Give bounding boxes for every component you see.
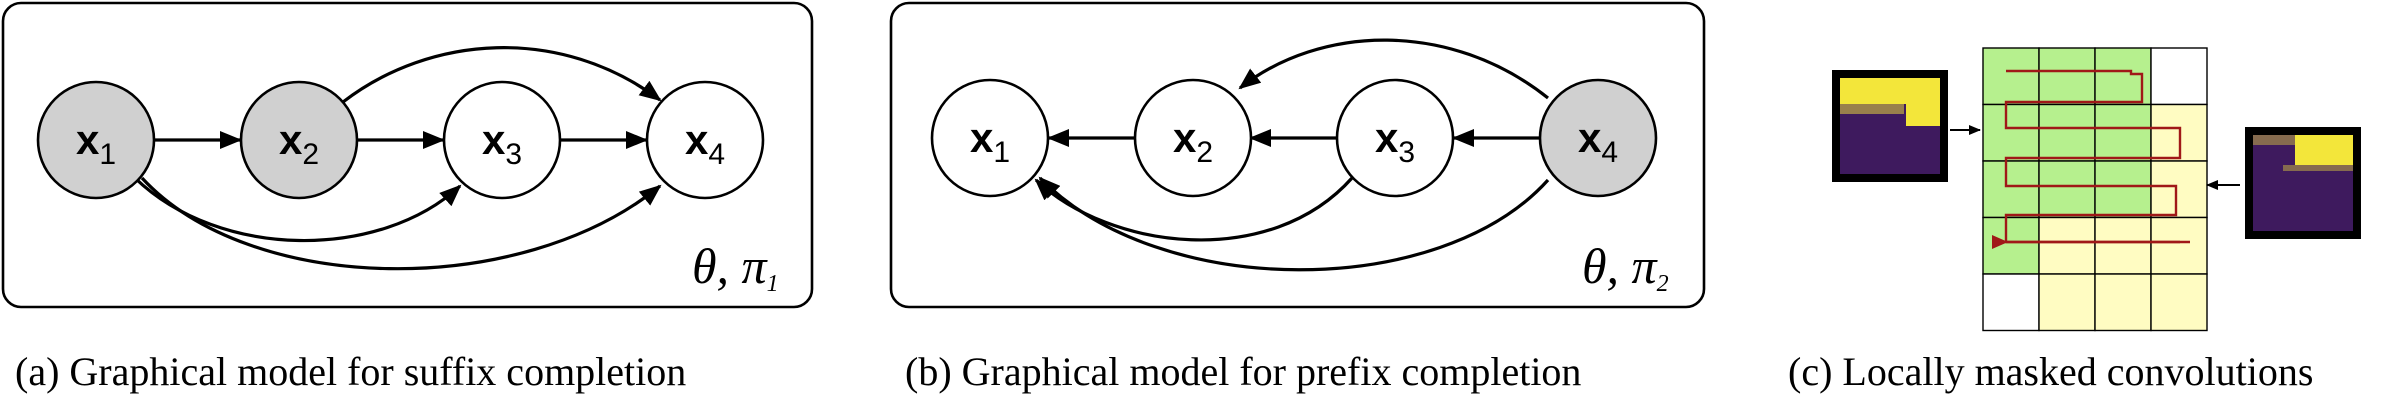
- node-b-x3: x3: [1335, 78, 1455, 198]
- grid-cell: [1982, 160, 2040, 219]
- node-b-x3-sub: 3: [1398, 136, 1415, 169]
- grid-cell: [2150, 47, 2208, 106]
- edge-x1-x4: [140, 176, 662, 271]
- grid-cell: [1982, 103, 2040, 162]
- grid-cell: [2094, 160, 2152, 219]
- svg-text:x1: x1: [76, 116, 116, 171]
- svg-text:x3: x3: [482, 116, 522, 171]
- grid-cell: [2150, 160, 2208, 219]
- node-b-x1-label: x: [970, 114, 994, 161]
- node-b-x1-sub: 1: [993, 136, 1010, 169]
- panel-b-frame: [889, 1, 1706, 309]
- panel-a-edges: [133, 46, 662, 271]
- panel-b-params: θ, π2: [1582, 238, 1669, 297]
- svg-text:x4: x4: [685, 116, 725, 171]
- svg-text:x4: x4: [1578, 114, 1618, 169]
- node-x4: x4: [645, 80, 765, 200]
- panel-c: [1832, 47, 2361, 332]
- kernel-left: [1832, 70, 1948, 182]
- node-x1-sub: 1: [99, 138, 116, 171]
- grid-cell: [1982, 216, 2040, 275]
- grid-cell: [1982, 47, 2040, 106]
- node-x4-sub: 4: [708, 138, 725, 171]
- raster-order-path: [2004, 69, 2182, 244]
- node-b-x4-sub: 4: [1601, 136, 1618, 169]
- node-x3: x3: [442, 80, 562, 200]
- node-b-x2: x2: [1133, 78, 1253, 198]
- panel-b-edges: [1034, 38, 1550, 272]
- edge-x2-x4: [342, 46, 662, 104]
- node-b-x4-label: x: [1578, 114, 1602, 161]
- grid-cell: [2038, 216, 2096, 275]
- node-x2-label: x: [279, 116, 303, 163]
- grid-cell: [2094, 273, 2152, 332]
- node-x3-label: x: [482, 116, 506, 163]
- grid-cell: [1982, 273, 2040, 332]
- node-x2: x2: [239, 80, 359, 200]
- node-b-x2-label: x: [1173, 114, 1197, 161]
- node-b-x4: x4: [1538, 78, 1658, 198]
- svg-text:x2: x2: [1173, 114, 1213, 169]
- caption-c: (c) Locally masked convolutions: [1788, 349, 2313, 394]
- svg-text:x3: x3: [1375, 114, 1415, 169]
- caption-b: (b) Graphical model for prefix completio…: [905, 349, 1581, 394]
- grid-cell: [2038, 47, 2096, 106]
- node-b-x2-sub: 2: [1196, 136, 1213, 169]
- panel-a-frame: [1, 1, 814, 309]
- grid-cell: [2150, 216, 2208, 275]
- node-x1-label: x: [76, 116, 100, 163]
- node-x4-label: x: [685, 116, 709, 163]
- kernel-right: [2245, 127, 2361, 239]
- node-b-x1: x1: [930, 78, 1050, 198]
- caption-a: (a) Graphical model for suffix completio…: [15, 349, 686, 394]
- node-x1: x1: [36, 80, 156, 200]
- panel-b: x1 x2 x3 x4 θ, π2: [889, 1, 1706, 309]
- svg-text:x2: x2: [279, 116, 319, 171]
- node-b-x3-label: x: [1375, 114, 1399, 161]
- grid-cell: [2038, 160, 2096, 219]
- panel-a-params: θ, π1: [692, 238, 779, 297]
- node-x2-sub: 2: [302, 138, 319, 171]
- mask-grid: [1982, 47, 2208, 332]
- svg-text:x1: x1: [970, 114, 1010, 169]
- grid-cell: [2038, 273, 2096, 332]
- edge-x4-x2: [1238, 38, 1549, 100]
- grid-cell: [2094, 103, 2152, 162]
- node-x3-sub: 3: [505, 138, 522, 171]
- grid-cell: [2094, 216, 2152, 275]
- grid-cell: [2038, 103, 2096, 162]
- grid-cell: [2150, 273, 2208, 332]
- panel-a: x1 x2 x3 x4 θ, π1: [1, 1, 814, 309]
- edge-x4-x1: [1038, 176, 1550, 272]
